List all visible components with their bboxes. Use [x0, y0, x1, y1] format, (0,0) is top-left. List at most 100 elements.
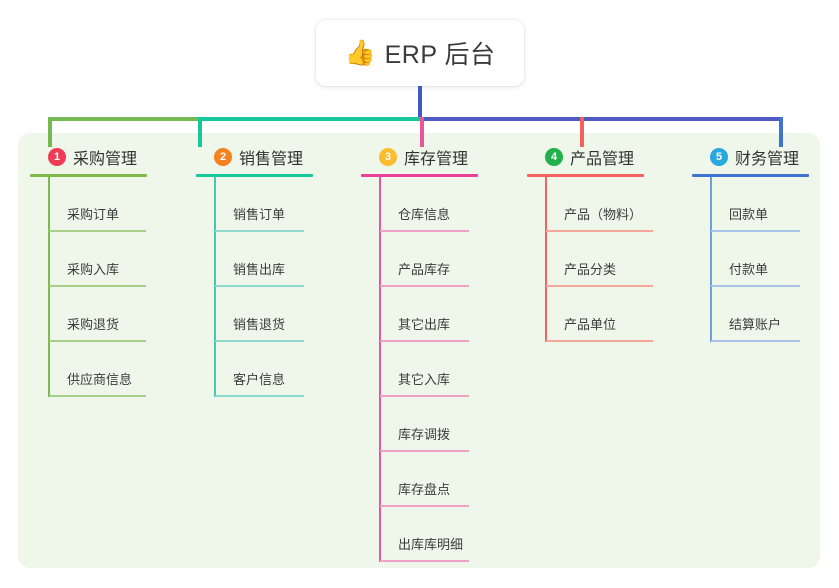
leaf-node[interactable]: 采购退货	[49, 287, 147, 342]
branch-inventory: 仓库信息产品库存其它出库其它入库库存调拨库存盘点出库库明细	[379, 177, 478, 562]
leaf-rule	[215, 285, 304, 287]
column-header-rule	[361, 174, 478, 177]
drop-purchase	[48, 117, 52, 147]
badge-number-icon: 1	[48, 148, 66, 166]
badge-number-icon: 5	[710, 148, 728, 166]
leaf-node[interactable]: 产品单位	[546, 287, 653, 342]
leaf-node[interactable]: 采购订单	[49, 177, 147, 232]
column-title: 财务管理	[735, 151, 800, 168]
leaf-node[interactable]: 库存盘点	[380, 452, 478, 507]
leaf-node[interactable]: 产品库存	[380, 232, 478, 287]
leaf-node[interactable]: 销售订单	[215, 177, 313, 232]
leaf-rule	[711, 230, 800, 232]
branch-sales: 销售订单销售出库销售退货客户信息	[214, 177, 313, 397]
root-node[interactable]: 👍 ERP 后台	[316, 20, 524, 86]
leaf-label: 销售退货	[233, 317, 286, 332]
leaf-rule	[215, 230, 304, 232]
leaf-node[interactable]: 其它出库	[380, 287, 478, 342]
leaf-label: 产品库存	[398, 262, 451, 277]
leaf-node[interactable]: 其它入库	[380, 342, 478, 397]
leaf-rule	[546, 340, 653, 342]
diagram-panel	[18, 133, 820, 568]
thumbs-up-icon: 👍	[344, 38, 376, 67]
branch-finance: 回款单付款单结算账户	[710, 177, 809, 342]
leaf-label: 结算账户	[729, 317, 782, 332]
leaf-node[interactable]: 结算账户	[711, 287, 809, 342]
leaf-label: 付款单	[729, 262, 769, 277]
column-header-product[interactable]: 4 产品管理	[527, 146, 644, 168]
leaf-rule	[711, 285, 800, 287]
leaf-rule	[546, 285, 653, 287]
leaf-node[interactable]: 销售出库	[215, 232, 313, 287]
leaf-node[interactable]: 出库库明细	[380, 507, 478, 562]
leaf-rule	[49, 395, 146, 397]
leaf-label: 采购入库	[67, 262, 120, 277]
branch-spine	[379, 177, 381, 562]
leaf-label: 产品（物料）	[564, 207, 643, 222]
column-title: 库存管理	[404, 151, 469, 168]
leaf-label: 采购退货	[67, 317, 120, 332]
leaf-label: 仓库信息	[398, 207, 451, 222]
column-title: 采购管理	[73, 151, 138, 168]
leaf-label: 销售出库	[233, 262, 286, 277]
leaf-rule	[49, 340, 146, 342]
leaf-node[interactable]: 供应商信息	[49, 342, 147, 397]
leaf-rule	[380, 560, 469, 562]
branch-spine	[214, 177, 216, 397]
leaf-label: 销售订单	[233, 207, 286, 222]
segment-sales-inventory	[198, 117, 420, 121]
drop-inventory	[420, 117, 424, 147]
leaf-node[interactable]: 销售退货	[215, 287, 313, 342]
leaf-rule	[215, 340, 304, 342]
column-title: 销售管理	[239, 151, 304, 168]
column-header-purchase[interactable]: 1 采购管理	[30, 146, 147, 168]
leaf-label: 库存盘点	[398, 482, 451, 497]
column-header-rule	[692, 174, 809, 177]
column-header-rule	[196, 174, 313, 177]
drop-sales	[198, 117, 202, 147]
leaf-node[interactable]: 仓库信息	[380, 177, 478, 232]
branch-spine	[48, 177, 50, 397]
branch-product: 产品（物料） 产品分类产品单位	[545, 177, 653, 342]
column-product: 4 产品管理产品（物料） 产品分类产品单位	[527, 146, 653, 342]
segment-purchase-sales	[48, 117, 198, 121]
leaf-rule	[380, 285, 469, 287]
leaf-node[interactable]: 回款单	[711, 177, 809, 232]
branch-spine	[545, 177, 547, 342]
leaf-node[interactable]: 产品分类	[546, 232, 653, 287]
leaf-node[interactable]: 客户信息	[215, 342, 313, 397]
root-stem-connector	[418, 86, 422, 119]
leaf-label: 其它出库	[398, 317, 451, 332]
leaf-rule	[380, 450, 469, 452]
leaf-rule	[711, 340, 800, 342]
leaf-label: 库存调拨	[398, 427, 451, 442]
leaf-label: 回款单	[729, 207, 769, 222]
leaf-node[interactable]: 采购入库	[49, 232, 147, 287]
leaf-rule	[380, 230, 469, 232]
drop-finance	[779, 117, 783, 147]
leaf-rule	[546, 230, 653, 232]
badge-number-icon: 2	[214, 148, 232, 166]
branch-purchase: 采购订单采购入库采购退货供应商信息	[48, 177, 147, 397]
leaf-label: 采购订单	[67, 207, 120, 222]
leaf-rule	[380, 395, 469, 397]
drop-product	[580, 117, 584, 147]
leaf-node[interactable]: 库存调拨	[380, 397, 478, 452]
column-title: 产品管理	[570, 151, 635, 168]
column-header-finance[interactable]: 5 财务管理	[692, 146, 809, 168]
leaf-node[interactable]: 产品（物料）	[546, 177, 653, 232]
column-header-sales[interactable]: 2 销售管理	[196, 146, 313, 168]
column-purchase: 1 采购管理采购订单采购入库采购退货供应商信息	[30, 146, 147, 397]
badge-number-icon: 4	[545, 148, 563, 166]
column-header-rule	[30, 174, 147, 177]
leaf-node[interactable]: 付款单	[711, 232, 809, 287]
leaf-rule	[49, 230, 146, 232]
segment-inventory-finance	[420, 117, 783, 121]
leaf-label: 出库库明细	[398, 537, 464, 552]
leaf-label: 产品分类	[564, 262, 617, 277]
leaf-rule	[215, 395, 304, 397]
leaf-rule	[49, 285, 146, 287]
column-sales: 2 销售管理销售订单销售出库销售退货客户信息	[196, 146, 313, 397]
